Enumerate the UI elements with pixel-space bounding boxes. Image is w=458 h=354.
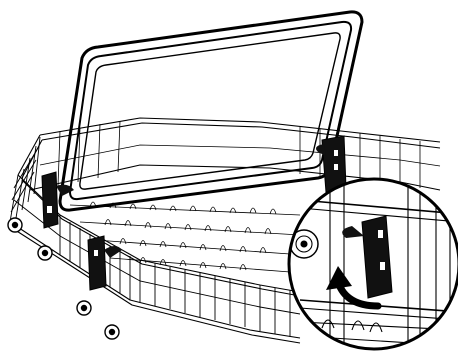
rack-side-wires xyxy=(10,137,40,222)
flip-up-tray xyxy=(60,12,362,210)
wheel-icon xyxy=(8,218,22,232)
wheel-icon xyxy=(38,246,52,260)
wheel-icon xyxy=(105,325,119,339)
hinge-clip-front xyxy=(88,236,122,290)
wheel-icon xyxy=(77,301,91,315)
detail-callout xyxy=(289,170,458,354)
